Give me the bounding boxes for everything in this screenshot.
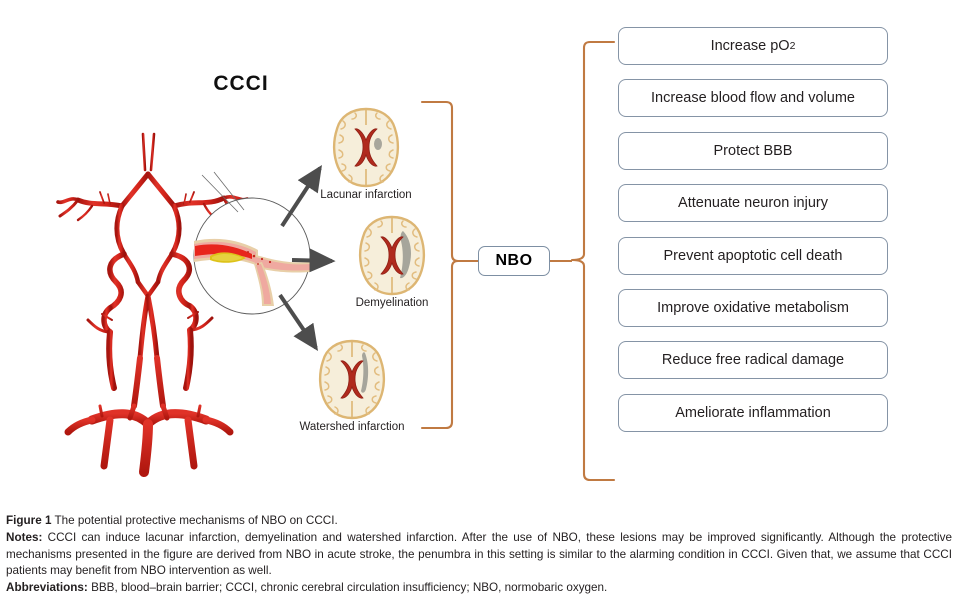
- caption-figure-text: The potential protective mechanisms of N…: [51, 514, 338, 527]
- caption-notes-line: Notes: CCCI can induce lacunar infarctio…: [6, 530, 952, 580]
- nbo-left-connector: [458, 260, 479, 262]
- outcome-subscript-po2: 2: [789, 40, 796, 52]
- outcome-box-protect-bbb[interactable]: Protect BBB: [618, 131, 888, 170]
- nbo-right-connector: [550, 260, 572, 262]
- caption-notes-text: CCCI can induce lacunar infarction, demy…: [6, 531, 952, 578]
- nbo-node[interactable]: NBO: [478, 246, 550, 276]
- outcome-label-increase-po2: Increase pO: [710, 38, 790, 54]
- caption-abbrev-text: BBB, blood–brain barrier; CCCI, chronic …: [87, 581, 608, 595]
- stenotic-vessel-inset: [192, 196, 312, 316]
- brain-label-demyelination: Demyelination: [355, 297, 429, 309]
- caption-figure-lead: Figure 1: [6, 514, 52, 527]
- ccci-title: CCCI: [213, 72, 269, 95]
- outcome-box-reduce-free-radical-damage[interactable]: Reduce free radical damage: [618, 341, 888, 380]
- right-bracket: [570, 40, 616, 482]
- brain-watershed-infarction: Watershed infarction: [290, 338, 414, 433]
- brain-lacunar-infarction: Lacunar infarction: [304, 106, 428, 201]
- outcome-box-prevent-apoptotic-cell-death[interactable]: Prevent apoptotic cell death: [618, 236, 888, 275]
- caption-figure-line: Figure 1 The potential protective mechan…: [6, 513, 952, 530]
- caption-abbrev-lead: Abbreviations:: [6, 581, 88, 595]
- outcome-box-increase-blood-flow[interactable]: Increase blood flow and volume: [618, 79, 888, 118]
- caption-abbreviations-line: Abbreviations: BBB, blood–brain barrier;…: [6, 580, 952, 597]
- outcome-box-ameliorate-inflammation[interactable]: Ameliorate inflammation: [618, 393, 888, 432]
- brain-demyelination: Demyelination: [330, 214, 454, 309]
- brain-label-watershed: Watershed infarction: [299, 421, 405, 433]
- left-bracket: [420, 100, 460, 430]
- outcome-box-attenuate-neuron-injury[interactable]: Attenuate neuron injury: [618, 184, 888, 223]
- brain-label-lacunar: Lacunar infarction: [320, 189, 412, 201]
- outcome-box-improve-oxidative-metabolism[interactable]: Improve oxidative metabolism: [618, 288, 888, 327]
- caption-notes-lead: Notes:: [6, 531, 43, 545]
- figure-diagram: CCCI: [56, 27, 888, 482]
- figure-caption: Figure 1 The potential protective mechan…: [6, 513, 952, 598]
